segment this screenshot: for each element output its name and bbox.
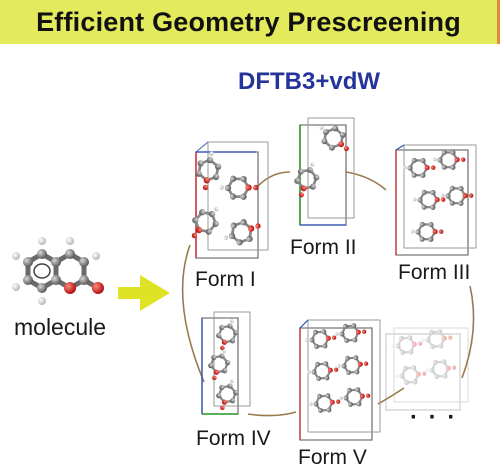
arc-formIV-formV — [247, 411, 297, 417]
molecule-model — [12, 237, 104, 305]
arc-form1-formIV — [181, 244, 205, 383]
molecule-label: molecule — [14, 314, 107, 340]
banner-title: Efficient Geometry Prescreening — [36, 7, 461, 37]
crystal-form-5 — [299, 314, 381, 441]
title-banner: Efficient Geometry Prescreening — [0, 0, 500, 44]
crystal-faded — [385, 320, 469, 411]
form-4-label: Form IV — [196, 427, 271, 450]
arrow-icon — [118, 275, 170, 311]
crystal-form-4 — [201, 311, 251, 415]
crystal-form-2 — [290, 117, 355, 226]
more-forms-ellipsis: · · · — [410, 404, 458, 431]
crystal-form-1 — [187, 141, 269, 259]
method-label: DFTB3+vdW — [238, 68, 381, 95]
arc-form1-form2 — [257, 171, 291, 187]
form-1-label: Form I — [195, 268, 256, 291]
form-3-label: Form III — [398, 261, 471, 284]
form-5-label: Form V — [298, 446, 367, 469]
crystal-form-3 — [395, 141, 477, 256]
arc-form2-form3 — [345, 171, 387, 191]
form-2-label: Form II — [290, 236, 357, 259]
arc-form3-more — [461, 285, 475, 379]
